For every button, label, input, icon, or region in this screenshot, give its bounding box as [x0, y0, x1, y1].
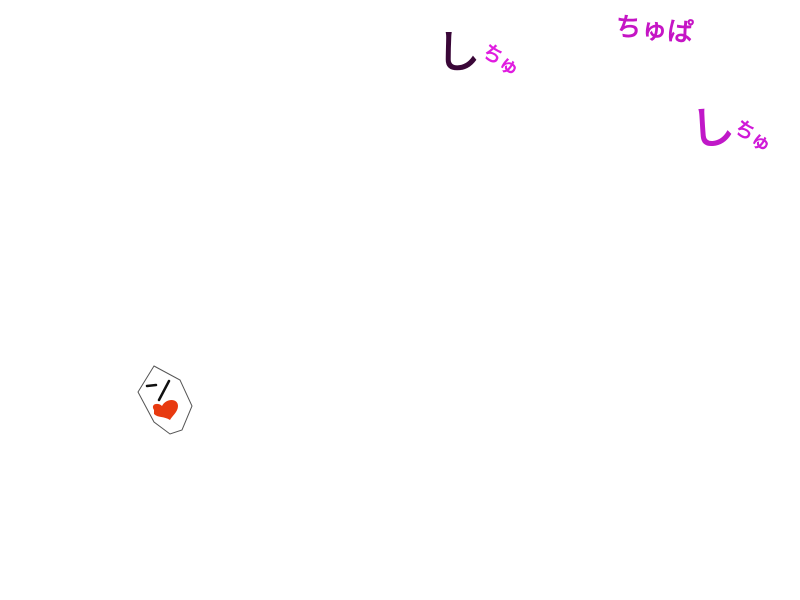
heart-face-sticker-icon	[137, 365, 193, 435]
sfx-rest: ちゅ	[477, 38, 525, 82]
sfx-main-char: し	[436, 27, 480, 78]
sticker-dash	[145, 383, 158, 388]
sfx-text: ちゅぱ	[614, 11, 695, 49]
sticker-outline	[137, 365, 193, 435]
sound-effect-shichu-2: しちゅ	[688, 92, 776, 157]
sfx-main-char: し	[688, 101, 737, 156]
sound-effect-shichu-1: しちゅ	[436, 16, 524, 81]
sticker-slash	[157, 379, 171, 402]
heart-icon	[152, 400, 178, 420]
sound-effect-chupa: ちゅぱ	[612, 0, 697, 56]
sfx-rest: ちゅ	[729, 114, 777, 158]
